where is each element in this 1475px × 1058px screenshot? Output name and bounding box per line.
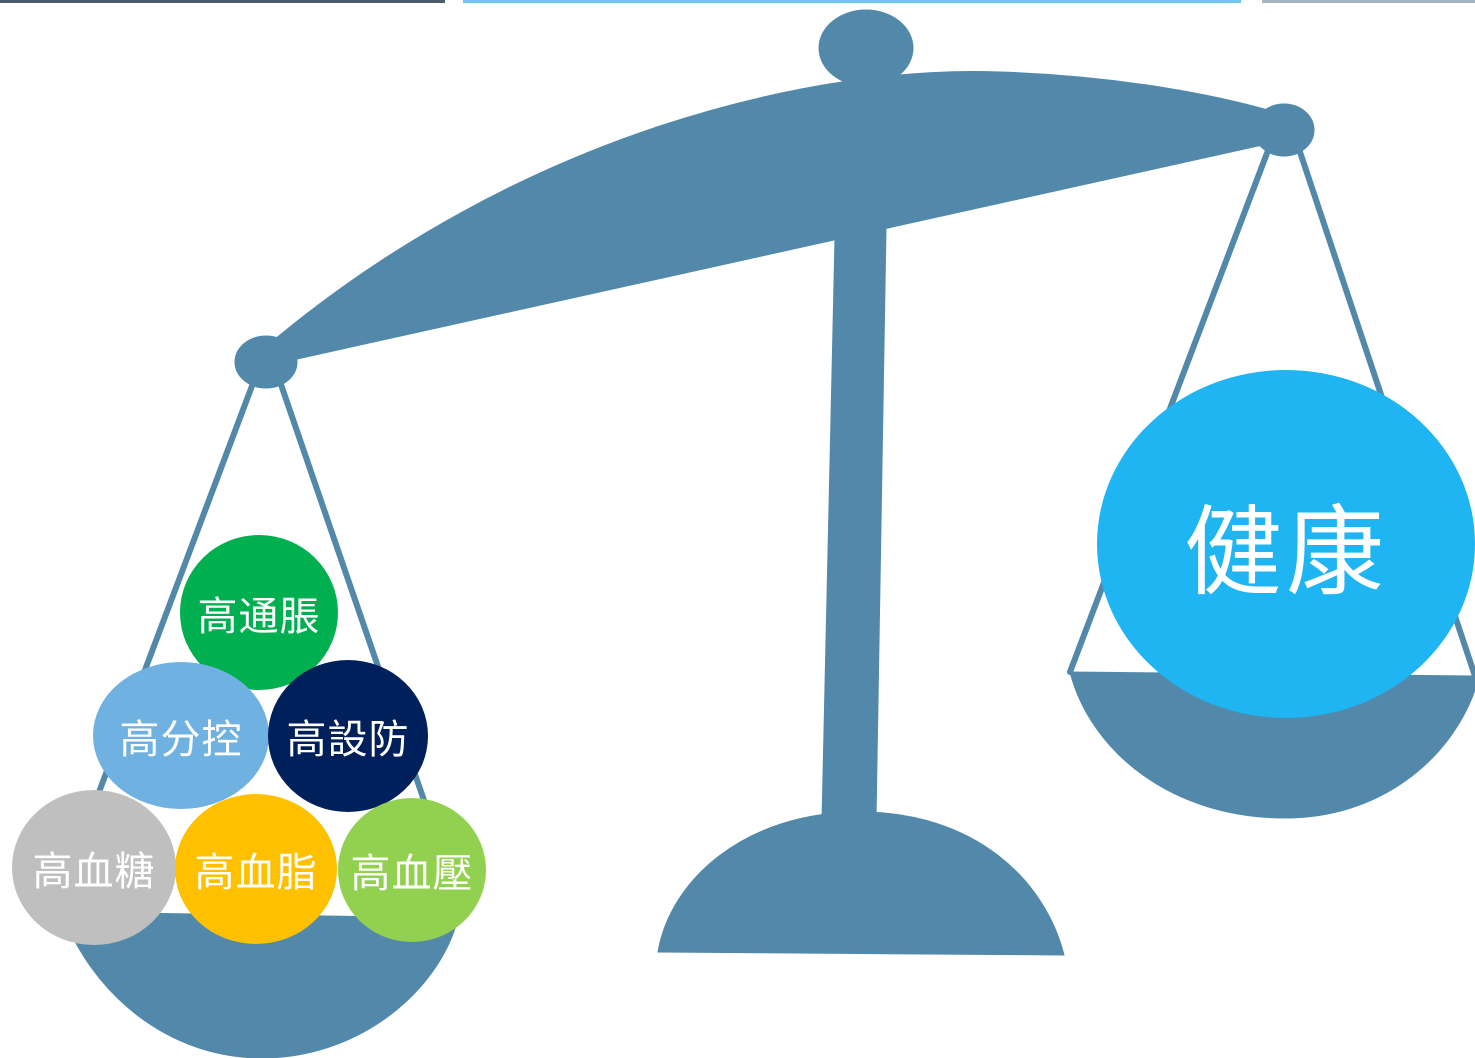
right-pivot (1253, 103, 1315, 157)
weight-ball-label: 高血糖 (32, 848, 156, 895)
weight-ball-fenkong: 高分控 (93, 662, 269, 809)
weight-ball-label: 高通脹 (197, 593, 321, 640)
top-rule-right (1262, 0, 1475, 3)
right-pan-bowl (1069, 671, 1475, 819)
weight-ball-label: 高設防 (286, 717, 410, 763)
weight-ball-label: 高血脂 (194, 850, 318, 896)
health-ball: 健康 (1097, 370, 1475, 718)
scale-base (657, 811, 1065, 956)
scale-beam (261, 71, 1286, 366)
weight-ball-label: 高血壓 (350, 851, 474, 897)
weight-ball-xuetang: 高血糖 (12, 790, 176, 945)
top-rule-left (0, 0, 445, 3)
scale-pillar (821, 227, 887, 821)
weight-ball-label: 高分控 (119, 716, 243, 763)
weight-ball-shefang: 高設防 (268, 660, 428, 812)
weight-ball-xuezhi: 高血脂 (175, 794, 337, 944)
weight-ball-xueya: 高血壓 (338, 798, 486, 942)
health-ball-label: 健康 (1183, 496, 1388, 610)
top-rule-middle (463, 0, 1241, 3)
left-pivot (234, 335, 298, 389)
